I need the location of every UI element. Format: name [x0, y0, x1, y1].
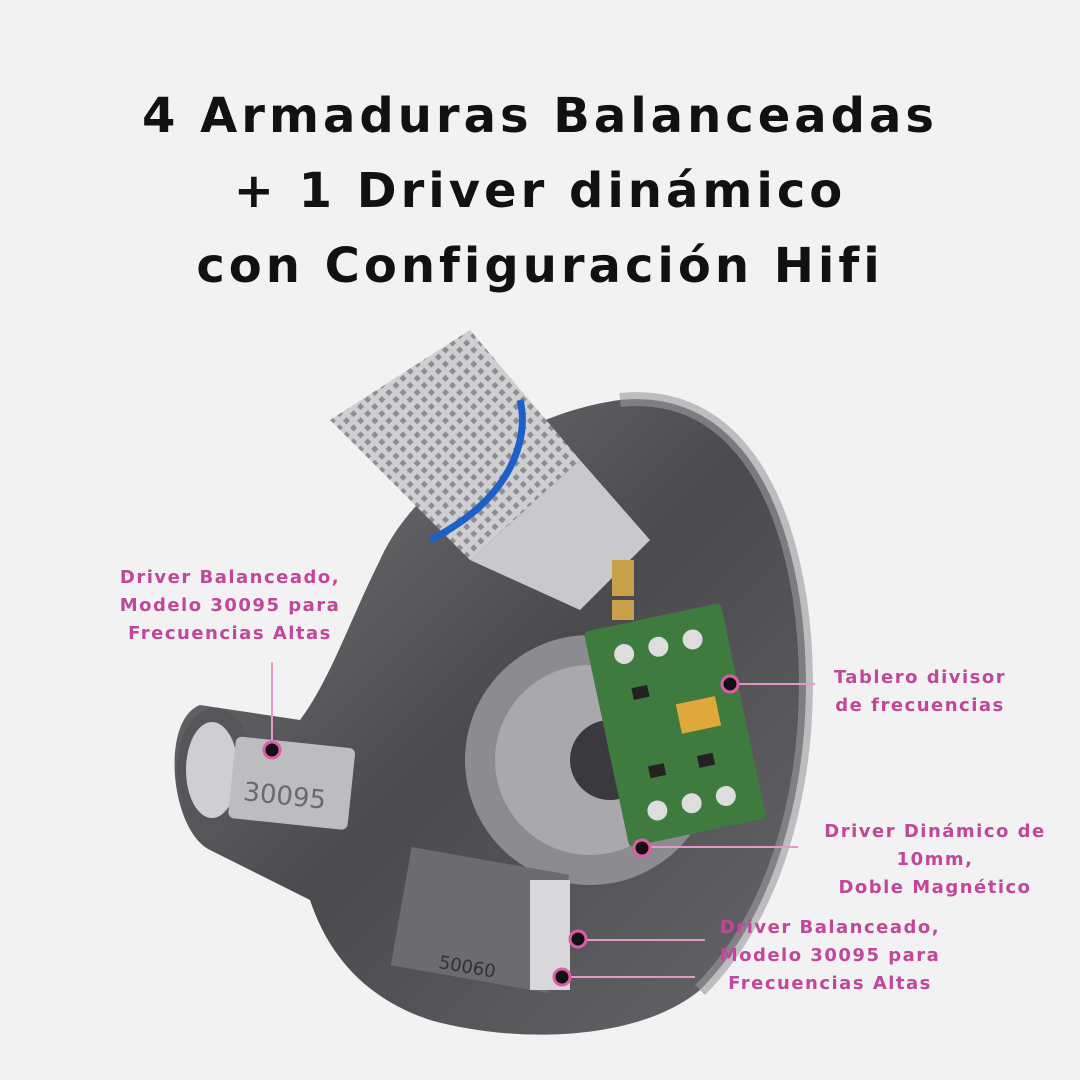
- callout-text: Driver Dinámico de 10mm,: [824, 821, 1046, 870]
- callout-text: Frecuencias Altas: [728, 973, 932, 994]
- callout-ba-driver-bottom: Driver Balanceado, Modelo 30095 para Fre…: [700, 914, 960, 998]
- nozzle: 30095: [177, 708, 356, 832]
- callout-text: Modelo 30095 para: [119, 595, 341, 616]
- bottom-ba-drivers: 50060: [390, 847, 570, 993]
- callout-dot: [568, 929, 588, 949]
- cable-connector: [330, 330, 650, 620]
- callout-dot: [632, 838, 652, 858]
- callout-text: Doble Magnético: [838, 877, 1032, 898]
- callout-text: Driver Balanceado,: [719, 917, 941, 938]
- callout-text: Frecuencias Altas: [128, 623, 332, 644]
- callout-text: Tablero divisor: [833, 667, 1007, 688]
- callout-dot: [552, 967, 572, 987]
- callout-crossover: Tablero divisor de frecuencias: [810, 664, 1030, 720]
- headline-line-3: con Configuración Hifi: [196, 238, 884, 294]
- callout-text: de frecuencias: [835, 695, 1005, 716]
- callout-ba-driver-left: Driver Balanceado, Modelo 30095 para Fre…: [100, 564, 360, 648]
- callout-dot: [262, 740, 282, 760]
- crossover-pcb: [584, 603, 766, 847]
- headline-line-1: 4 Armaduras Balanceadas: [142, 88, 938, 144]
- callout-dot: [720, 674, 740, 694]
- headline-line-2: + 1 Driver dinámico: [233, 163, 847, 219]
- callout-text: Modelo 30095 para: [719, 945, 941, 966]
- callout-dynamic-driver: Driver Dinámico de 10mm, Doble Magnético: [790, 818, 1080, 902]
- callout-text: Driver Balanceado,: [119, 567, 341, 588]
